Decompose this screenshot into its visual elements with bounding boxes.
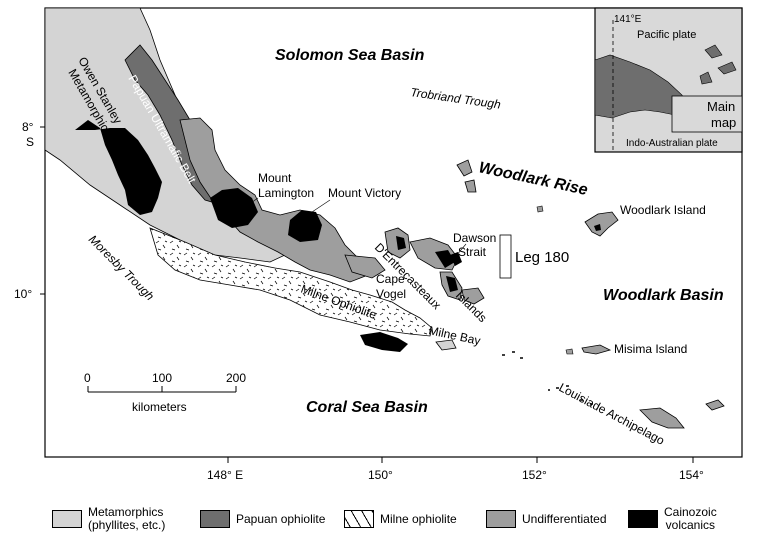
legend-swatch-milne — [344, 510, 374, 528]
islet-milne-bay — [435, 339, 457, 351]
inset-pacific-plate: Pacific plate — [637, 29, 696, 41]
island-small-2 — [565, 348, 574, 355]
island-small-1 — [536, 205, 544, 213]
lon-154-label: 154° — [679, 468, 704, 482]
legend-swatch-papuan — [200, 510, 230, 528]
scale-tick-0: 0 — [84, 371, 91, 385]
legend-volcanics: Cainozoic volcanics — [628, 506, 717, 532]
legend-metamorphics: Metamorphics (phyllites, etc.) — [52, 506, 165, 532]
island-woodlark — [584, 211, 619, 237]
leg-180-box — [499, 234, 512, 279]
inset-meridian: 141°E — [614, 14, 642, 25]
legend-metamorphics-line2: (phyllites, etc.) — [88, 518, 166, 532]
lon-152-label: 152° — [522, 468, 547, 482]
volcanics-normanby — [446, 276, 458, 292]
islet-row — [502, 351, 593, 405]
leg-180-label: Leg 180 — [515, 249, 569, 266]
cape-vogel-land — [344, 254, 386, 279]
dawson-label-2: Strait — [458, 245, 487, 259]
legend-swatch-volcanics — [628, 510, 658, 528]
scale-bar: 0 100 200 kilometers — [84, 371, 246, 414]
legend-metamorphics-line1: Metamorphics — [88, 505, 164, 519]
lat-10-label: 10° — [14, 287, 32, 301]
legend-milne-ophiolite: Milne ophiolite — [344, 510, 457, 528]
volcanics-goodenough — [396, 236, 406, 250]
lon-150-label: 150° — [368, 468, 393, 482]
mount-lamington-label-1: Mount — [258, 171, 292, 185]
woodlark-basin-label: Woodlark Basin — [603, 287, 724, 304]
coral-sea-label: Coral Sea Basin — [306, 399, 428, 416]
inset-indo-australian: Indo-Australian plate — [626, 138, 718, 149]
legend-undiff-label: Undifferentiated — [522, 512, 607, 526]
legend-volcanics-line1: Cainozoic — [664, 505, 717, 519]
milne-ophiolite-region — [149, 227, 433, 337]
volcanics-fergusson — [435, 250, 455, 268]
island-east — [461, 287, 485, 305]
dawson-label-1: Dawson — [453, 231, 496, 245]
solomon-sea-label: Solomon Sea Basin — [275, 47, 425, 64]
lamington-pointer — [247, 197, 259, 206]
lat-s-label: S — [26, 135, 34, 149]
victory-pointer — [311, 199, 331, 213]
island-trobriand-2 — [464, 179, 477, 193]
island-rossel — [705, 399, 725, 411]
inset-map: 141°E Pacific plate Main map Indo-Austra… — [594, 7, 743, 153]
volcanics-mount-victory — [288, 210, 322, 242]
legend-undifferentiated: Undifferentiated — [486, 510, 607, 528]
scale-units: kilometers — [132, 400, 187, 414]
legend-swatch-metamorphics — [52, 510, 82, 528]
island-trobriand — [456, 159, 473, 177]
inset-main-map-2: map — [711, 115, 736, 130]
mount-victory-label: Mount Victory — [328, 186, 401, 200]
volcanics-woodlark — [594, 224, 601, 231]
volcanics-milne — [360, 332, 408, 352]
legend-swatch-undiff — [486, 510, 516, 528]
island-misima — [581, 344, 612, 355]
lon-148-label: 148° E — [207, 468, 243, 482]
lat-8-label: 8° — [22, 120, 34, 134]
inset-main-map-1: Main — [707, 99, 735, 114]
volcanics-mount-lamington — [210, 188, 258, 228]
cape-vogel-label-1: Cape — [376, 272, 405, 286]
legend-papuan-label: Papuan ophiolite — [236, 512, 326, 526]
volcanics-dawson — [450, 252, 462, 266]
legend: Metamorphics (phyllites, etc.) Papuan op… — [0, 496, 761, 539]
legend-volcanics-line2: volcanics — [665, 518, 716, 532]
woodlark-island-label: Woodlark Island — [620, 203, 706, 217]
legend-milne-label: Milne ophiolite — [380, 512, 457, 526]
cape-vogel-label-2: Vogel — [376, 287, 406, 301]
volcanics-owen-stanley — [75, 120, 162, 215]
misima-island-label: Misima Island — [614, 342, 687, 356]
dawson-pointer — [455, 243, 467, 257]
mount-lamington-label-2: Lamington — [258, 186, 314, 200]
island-tagula — [639, 407, 685, 429]
legend-papuan-ophiolite: Papuan ophiolite — [200, 510, 325, 528]
scale-tick-100: 100 — [152, 371, 172, 385]
scale-tick-200: 200 — [226, 371, 246, 385]
